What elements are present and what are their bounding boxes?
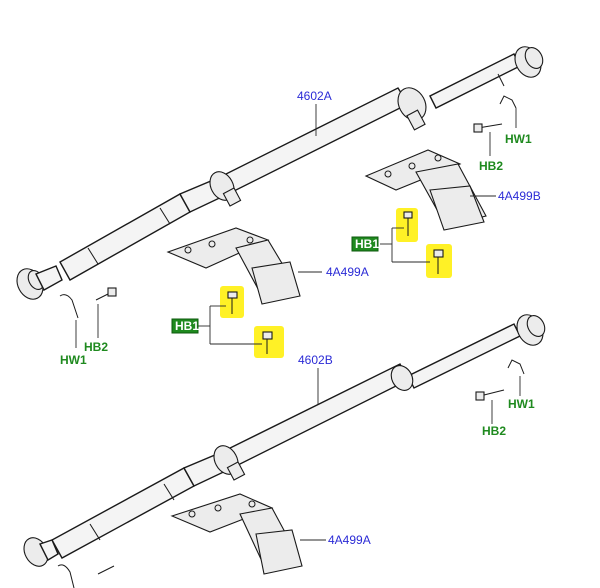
label-4602b: 4602B <box>298 353 333 367</box>
hb1-bolts-left <box>198 286 284 358</box>
upper-left-hardware <box>59 287 117 348</box>
label-hb2-lower-right: HB2 <box>482 424 506 438</box>
label-4a499b: 4A499B <box>498 189 541 203</box>
lower-left-hardware <box>57 564 115 588</box>
upper-right-hardware <box>473 95 517 156</box>
lower-right-hardware <box>475 359 525 424</box>
label-4602a: 4602A <box>297 89 332 103</box>
hb1-tag-right: HB1 <box>351 236 379 252</box>
bearing-bracket-lower <box>170 493 326 575</box>
upper-driveshaft <box>16 46 544 300</box>
hb1-bolts-right <box>380 208 452 278</box>
label-hb2-upper-right: HB2 <box>479 159 503 173</box>
hb1-tag-left: HB1 <box>171 318 199 334</box>
label-hw1-lower-right: HW1 <box>508 397 535 411</box>
label-hw1-upper-right: HW1 <box>505 132 532 146</box>
label-4a499a-upper: 4A499A <box>326 265 369 279</box>
label-4a499a-lower: 4A499A <box>328 533 371 547</box>
svg-text:HB1: HB1 <box>355 237 379 251</box>
lower-driveshaft <box>23 314 546 567</box>
bearing-bracket-4a499b <box>364 149 496 231</box>
label-hb2-upper-left: HB2 <box>84 340 108 354</box>
bearing-bracket-4a499a-upper <box>166 227 322 305</box>
label-hw1-upper-left: HW1 <box>60 353 87 367</box>
svg-text:HB1: HB1 <box>175 319 199 333</box>
